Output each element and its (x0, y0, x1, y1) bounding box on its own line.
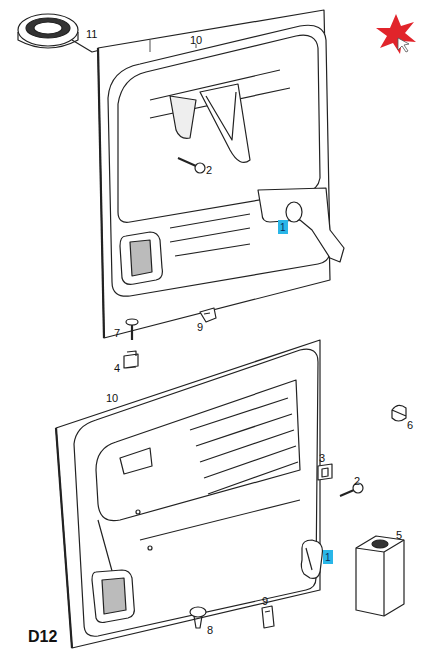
callout-number: 2 (354, 475, 360, 487)
storage-pocket (356, 536, 404, 616)
callout-number: 4 (114, 362, 120, 374)
plastic-sheet (56, 340, 320, 648)
callout-number: 6 (407, 419, 413, 431)
callout-number: 1 (280, 222, 286, 233)
seal-strip-roll (18, 14, 100, 52)
clip-nut (318, 464, 332, 480)
callout-number: 3 (319, 452, 325, 464)
plastic-sheet (98, 10, 330, 338)
door-trim-panel (74, 349, 318, 636)
clip-nut (124, 351, 138, 368)
screw (126, 319, 138, 340)
callout-box: 1 (278, 220, 288, 234)
callout-number: 2 (206, 164, 212, 176)
callout-number: 11 (86, 28, 97, 40)
screw (178, 158, 205, 173)
clip (200, 308, 216, 322)
callout-number: 1 (325, 552, 331, 563)
grommet (392, 405, 406, 421)
star-icon (376, 14, 416, 54)
callout-number: 10 (190, 34, 202, 46)
callout-number: 9 (262, 595, 268, 607)
callout-number: 8 (207, 624, 213, 636)
door-trim-panel (108, 25, 344, 296)
handle-cover (301, 540, 322, 578)
callout-box: 1 (323, 550, 333, 564)
callout-number: 9 (197, 321, 203, 333)
callout-number: 7 (114, 327, 120, 339)
figure-code: D12 (28, 628, 57, 646)
push-clip (190, 607, 206, 628)
callout-number: 5 (396, 529, 402, 541)
clip (262, 606, 274, 628)
callout-number: 10 (106, 392, 118, 404)
